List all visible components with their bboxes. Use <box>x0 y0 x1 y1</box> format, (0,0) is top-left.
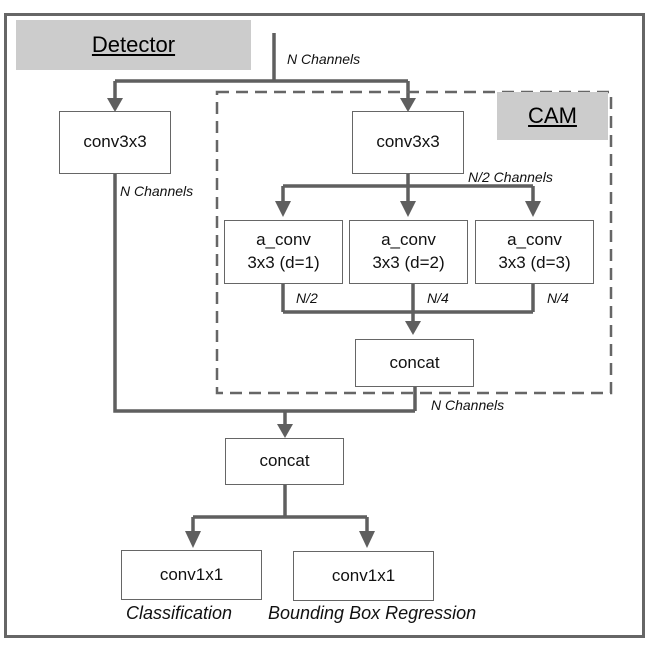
aconv2-channels-label: N/4 <box>427 290 449 306</box>
aconv-d2-node: a_conv 3x3 (d=2) <box>349 220 468 284</box>
input-channels-label: N Channels <box>287 51 361 67</box>
aconv-d1-node: a_conv 3x3 (d=1) <box>224 220 343 284</box>
cam-title: CAM <box>497 92 608 140</box>
node-label: conv1x1 <box>159 564 224 584</box>
arrowhead <box>359 531 375 548</box>
node-label: a_conv <box>507 230 562 250</box>
node-label: conv3x3 <box>83 132 147 152</box>
node-label: 3x3 (d=1) <box>247 253 320 272</box>
cam-out-channels-label: N Channels <box>431 397 505 413</box>
arrowhead <box>275 201 291 217</box>
detector-conv3x3-node: conv3x3 <box>59 111 171 174</box>
arrowhead <box>277 424 293 438</box>
cam-concat-node: concat <box>355 339 474 387</box>
detector-bypass <box>113 170 415 413</box>
node-label: 3x3 (d=3) <box>498 253 571 272</box>
bbox-regression-caption: Bounding Box Regression <box>268 603 477 623</box>
arrowhead <box>185 531 201 548</box>
aconv3-channels-label: N/4 <box>547 290 569 306</box>
arrowhead <box>107 98 123 112</box>
detector-channels-label: N Channels <box>120 183 194 199</box>
node-label: conv3x3 <box>376 132 440 152</box>
classification-caption: Classification <box>126 603 233 623</box>
cam-region <box>215 90 613 395</box>
node-label: conv1x1 <box>331 565 396 585</box>
arrowhead <box>400 98 416 112</box>
cam-conv-channels-label: N/2 Channels <box>468 169 553 185</box>
detector-title: Detector <box>16 20 251 70</box>
aconv1-channels-label: N/2 <box>296 290 318 306</box>
node-label: 3x3 (d=2) <box>372 253 445 272</box>
node-label: a_conv <box>381 230 436 250</box>
main-concat-node: concat <box>225 438 344 485</box>
classification-conv1x1-node: conv1x1 <box>121 550 262 600</box>
arrowheads <box>107 98 541 548</box>
node-label: a_conv <box>256 230 311 250</box>
aconv-d3-node: a_conv 3x3 (d=3) <box>475 220 594 284</box>
node-label: concat <box>389 352 440 372</box>
cam-title-text: CAM <box>528 103 577 128</box>
bbox-conv1x1-node: conv1x1 <box>293 551 434 601</box>
detector-frame <box>4 13 645 638</box>
cam-conv3x3-node: conv3x3 <box>352 111 464 174</box>
node-label: concat <box>259 451 310 471</box>
detector-title-text: Detector <box>91 32 176 57</box>
arrowhead <box>525 201 541 217</box>
arrowhead <box>400 201 416 217</box>
arrowhead <box>405 321 421 335</box>
